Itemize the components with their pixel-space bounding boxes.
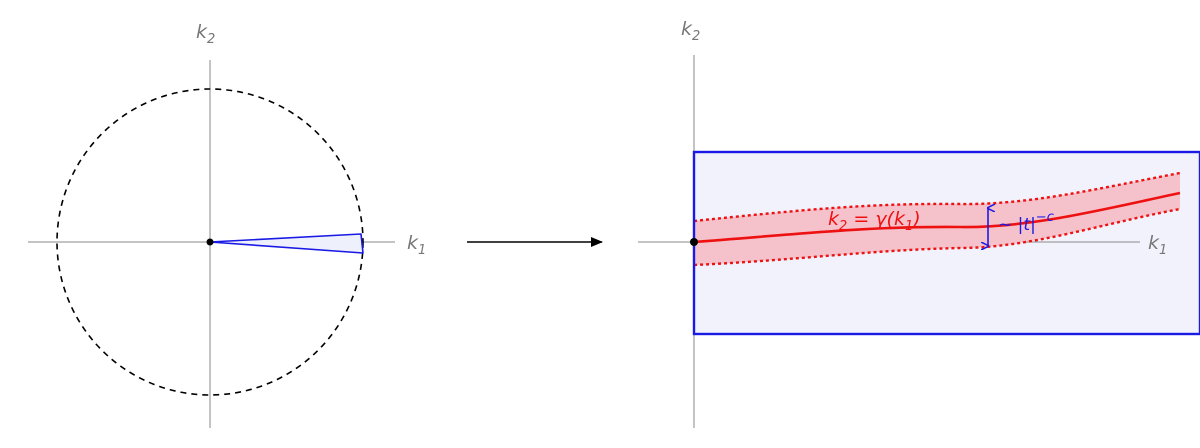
- right-k1-label: k1: [1148, 232, 1167, 258]
- right-panel: k2 = γ(k1) ~ |t|−c k1 k2: [638, 18, 1200, 428]
- band-lower-edge: [693, 207, 1181, 267]
- right-k2-label: k2: [681, 18, 700, 44]
- left-origin-dot: [206, 238, 214, 246]
- curve-band: [694, 173, 1180, 265]
- curve-label: k2 = γ(k1): [828, 208, 921, 234]
- right-origin-dot: [690, 238, 698, 246]
- left-k2-label: k2: [196, 21, 215, 47]
- dashed-circle: [56, 88, 364, 396]
- left-panel: k1 k2: [28, 21, 426, 428]
- left-k1-label: k1: [407, 232, 426, 258]
- band-upper-edge: [693, 171, 1181, 223]
- band-width-label: ~ |t|−c: [998, 210, 1054, 235]
- wedge-sector: [209, 233, 364, 254]
- curve-gamma: [693, 191, 1181, 244]
